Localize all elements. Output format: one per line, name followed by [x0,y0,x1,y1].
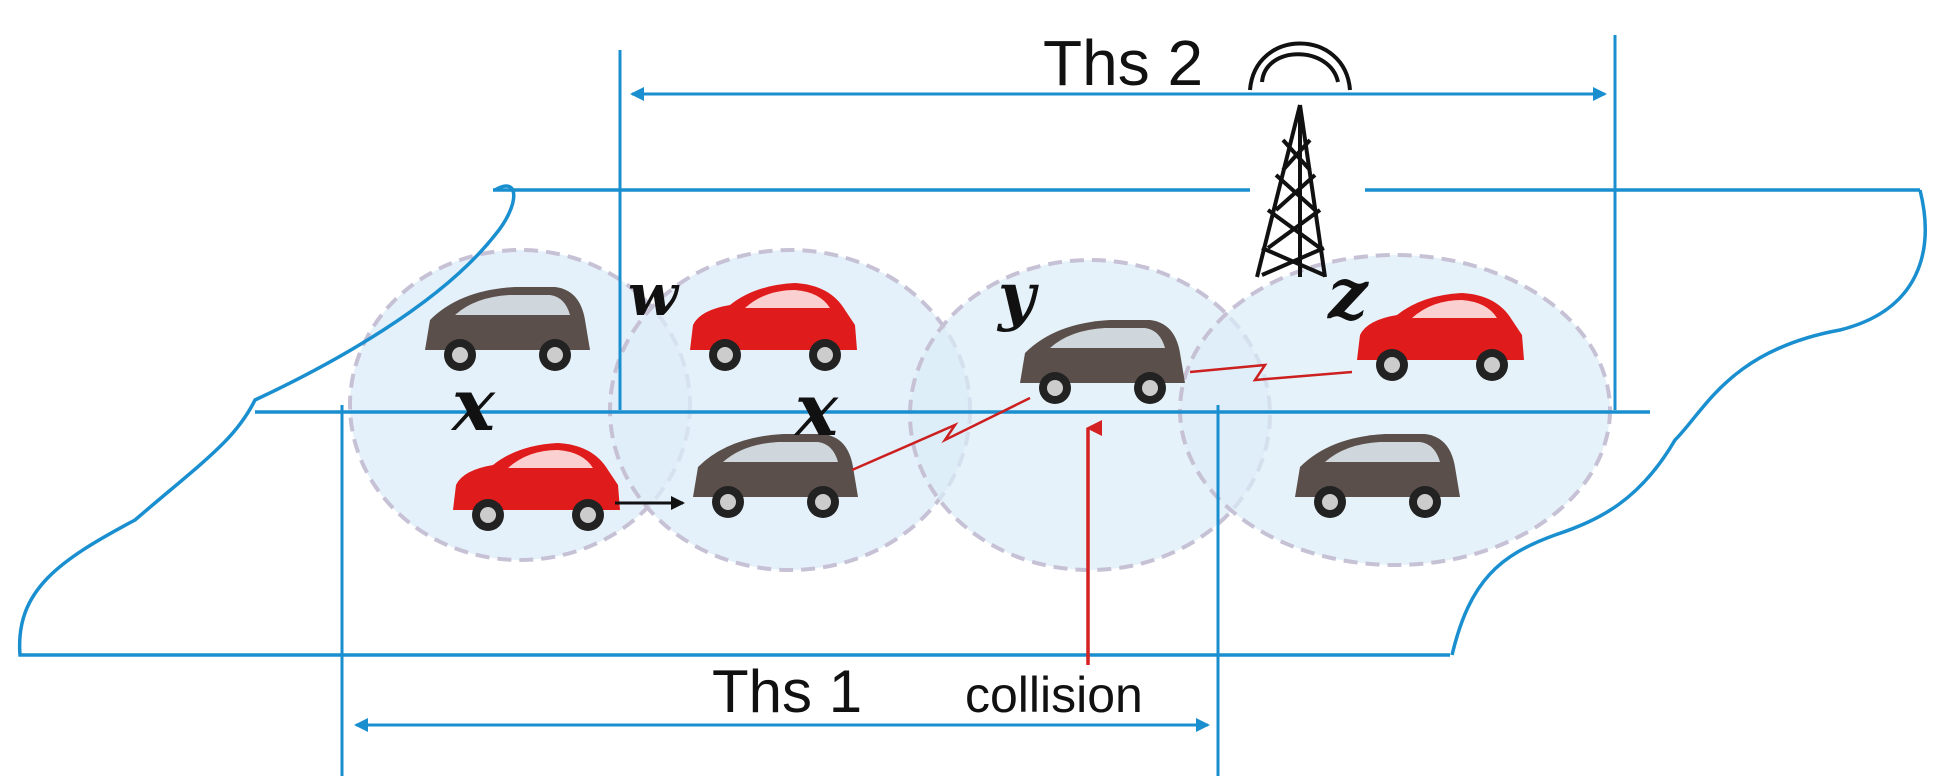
car-icon [425,287,590,371]
car-icon [693,434,858,518]
vehicle-label-w: w [628,261,680,329]
car-icon [690,283,857,371]
road [17,184,1927,657]
vehicle-label-x-left: x [450,362,496,447]
car-icon [1357,293,1524,381]
tower-icon [1248,41,1352,278]
car-icon [1295,434,1460,518]
lightning-link-icon [851,363,1353,472]
vehicle-label-z: z [1326,252,1369,335]
link-x-to-y [851,396,1031,472]
ths1-markers [340,405,1220,776]
link-y-to-z [1189,363,1353,382]
collision-label: collision [965,667,1143,723]
vehicle-label-x-mid: x [793,367,839,452]
signal-wave-icon [1260,52,1340,83]
ths2-markers [618,35,1617,410]
road-upper-edge [17,184,1450,657]
car-icon [453,443,620,531]
ths2-label: Ths 2 [1043,27,1203,99]
car-icon [1020,320,1185,404]
vehicle-label-y: y [996,259,1039,334]
coverage-area-4 [1178,253,1612,567]
ths1-label: Ths 1 [712,658,862,725]
road-right-edge [1450,189,1927,656]
signal-wave-icon [1248,41,1352,91]
